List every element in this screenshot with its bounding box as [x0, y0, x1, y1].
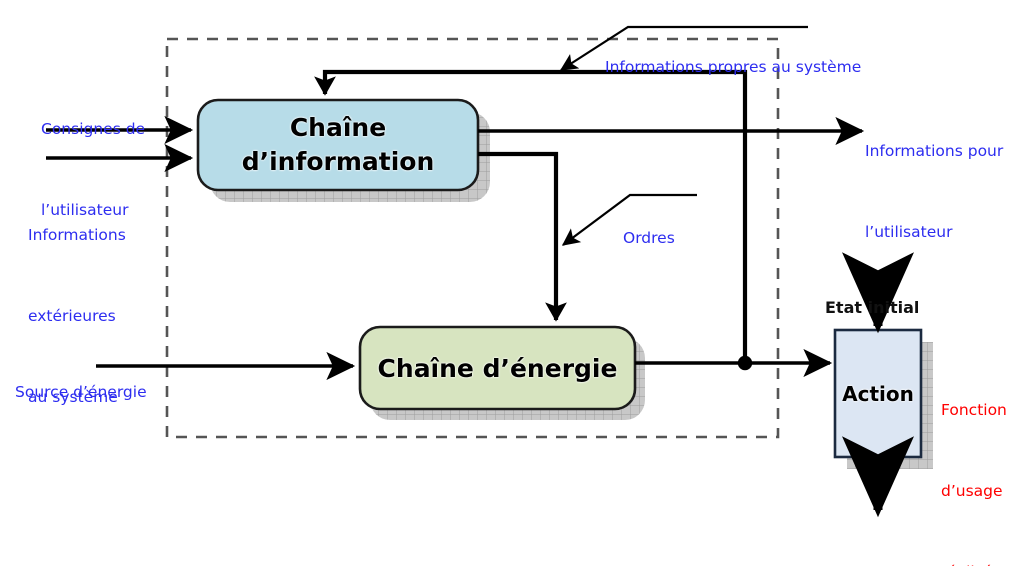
action-box[interactable]: [833, 328, 923, 459]
label-info-propres-text: Informations propres au système: [605, 58, 862, 76]
chaine-information-line2: d’information: [241, 147, 435, 176]
informations-propres-leader-line: [559, 25, 808, 71]
label-source-energie-text: Source d’énergie: [15, 383, 147, 401]
feedback-junction-dot: [737, 355, 753, 371]
label-info-ext-line1: Informations: [28, 226, 126, 244]
ordres-arrow: [478, 151, 567, 322]
label-fonction-line2: d’usage: [941, 482, 1003, 500]
label-info-ext-line2: extérieures: [28, 307, 116, 325]
label-informations-propres-systeme: Informations propres au système: [605, 0, 861, 135]
label-etat-initial-text: Etat initial: [825, 298, 920, 317]
label-informations-pour-utilisateur: Informations pour l’utilisateur: [865, 84, 1003, 300]
label-info-user-line1: Informations pour: [865, 142, 1004, 160]
chaine-energie-box[interactable]: [358, 325, 637, 411]
label-fonction-line1: Fonction: [941, 401, 1007, 419]
chaine-energie-label-text: Chaîne d’énergie: [377, 353, 618, 383]
chaine-energie-box-label: Chaîne d’énergie: [360, 327, 635, 409]
label-etat-initial: Etat initial: [825, 240, 919, 375]
action-label-text: Action: [842, 381, 914, 406]
label-info-user-line2: l’utilisateur: [865, 223, 953, 241]
action-box-label: Action: [835, 330, 921, 457]
feedback-arrow: [314, 69, 748, 363]
label-etat-final: Etat final: [830, 516, 912, 566]
ordres-leader-line: [561, 193, 697, 246]
label-fonction-line3: réalisée: [941, 559, 1007, 566]
label-source-energie: Source d’énergie: [15, 325, 147, 460]
chaine-information-box-label: Chaîne d’information: [198, 100, 478, 190]
label-info-ext-line3: au système: [28, 388, 118, 406]
label-consignes-line1: Consignes de: [41, 120, 146, 138]
label-consignes-line2: l’utilisateur: [41, 201, 129, 219]
label-ordres: Ordres: [623, 171, 675, 306]
chaine-information-box[interactable]: [196, 98, 480, 192]
system-boundary-dashed-rect: [165, 37, 780, 439]
label-fonction-usage-realisee: Fonction d’usage réalisée: [941, 343, 1007, 566]
label-informations-exterieures: Informations extérieures au système: [28, 168, 126, 465]
label-consignes-utilisateur: Consignes de l’utilisateur: [41, 62, 145, 278]
label-ordres-text: Ordres: [623, 229, 675, 247]
chaine-information-line1: Chaîne: [289, 113, 387, 142]
